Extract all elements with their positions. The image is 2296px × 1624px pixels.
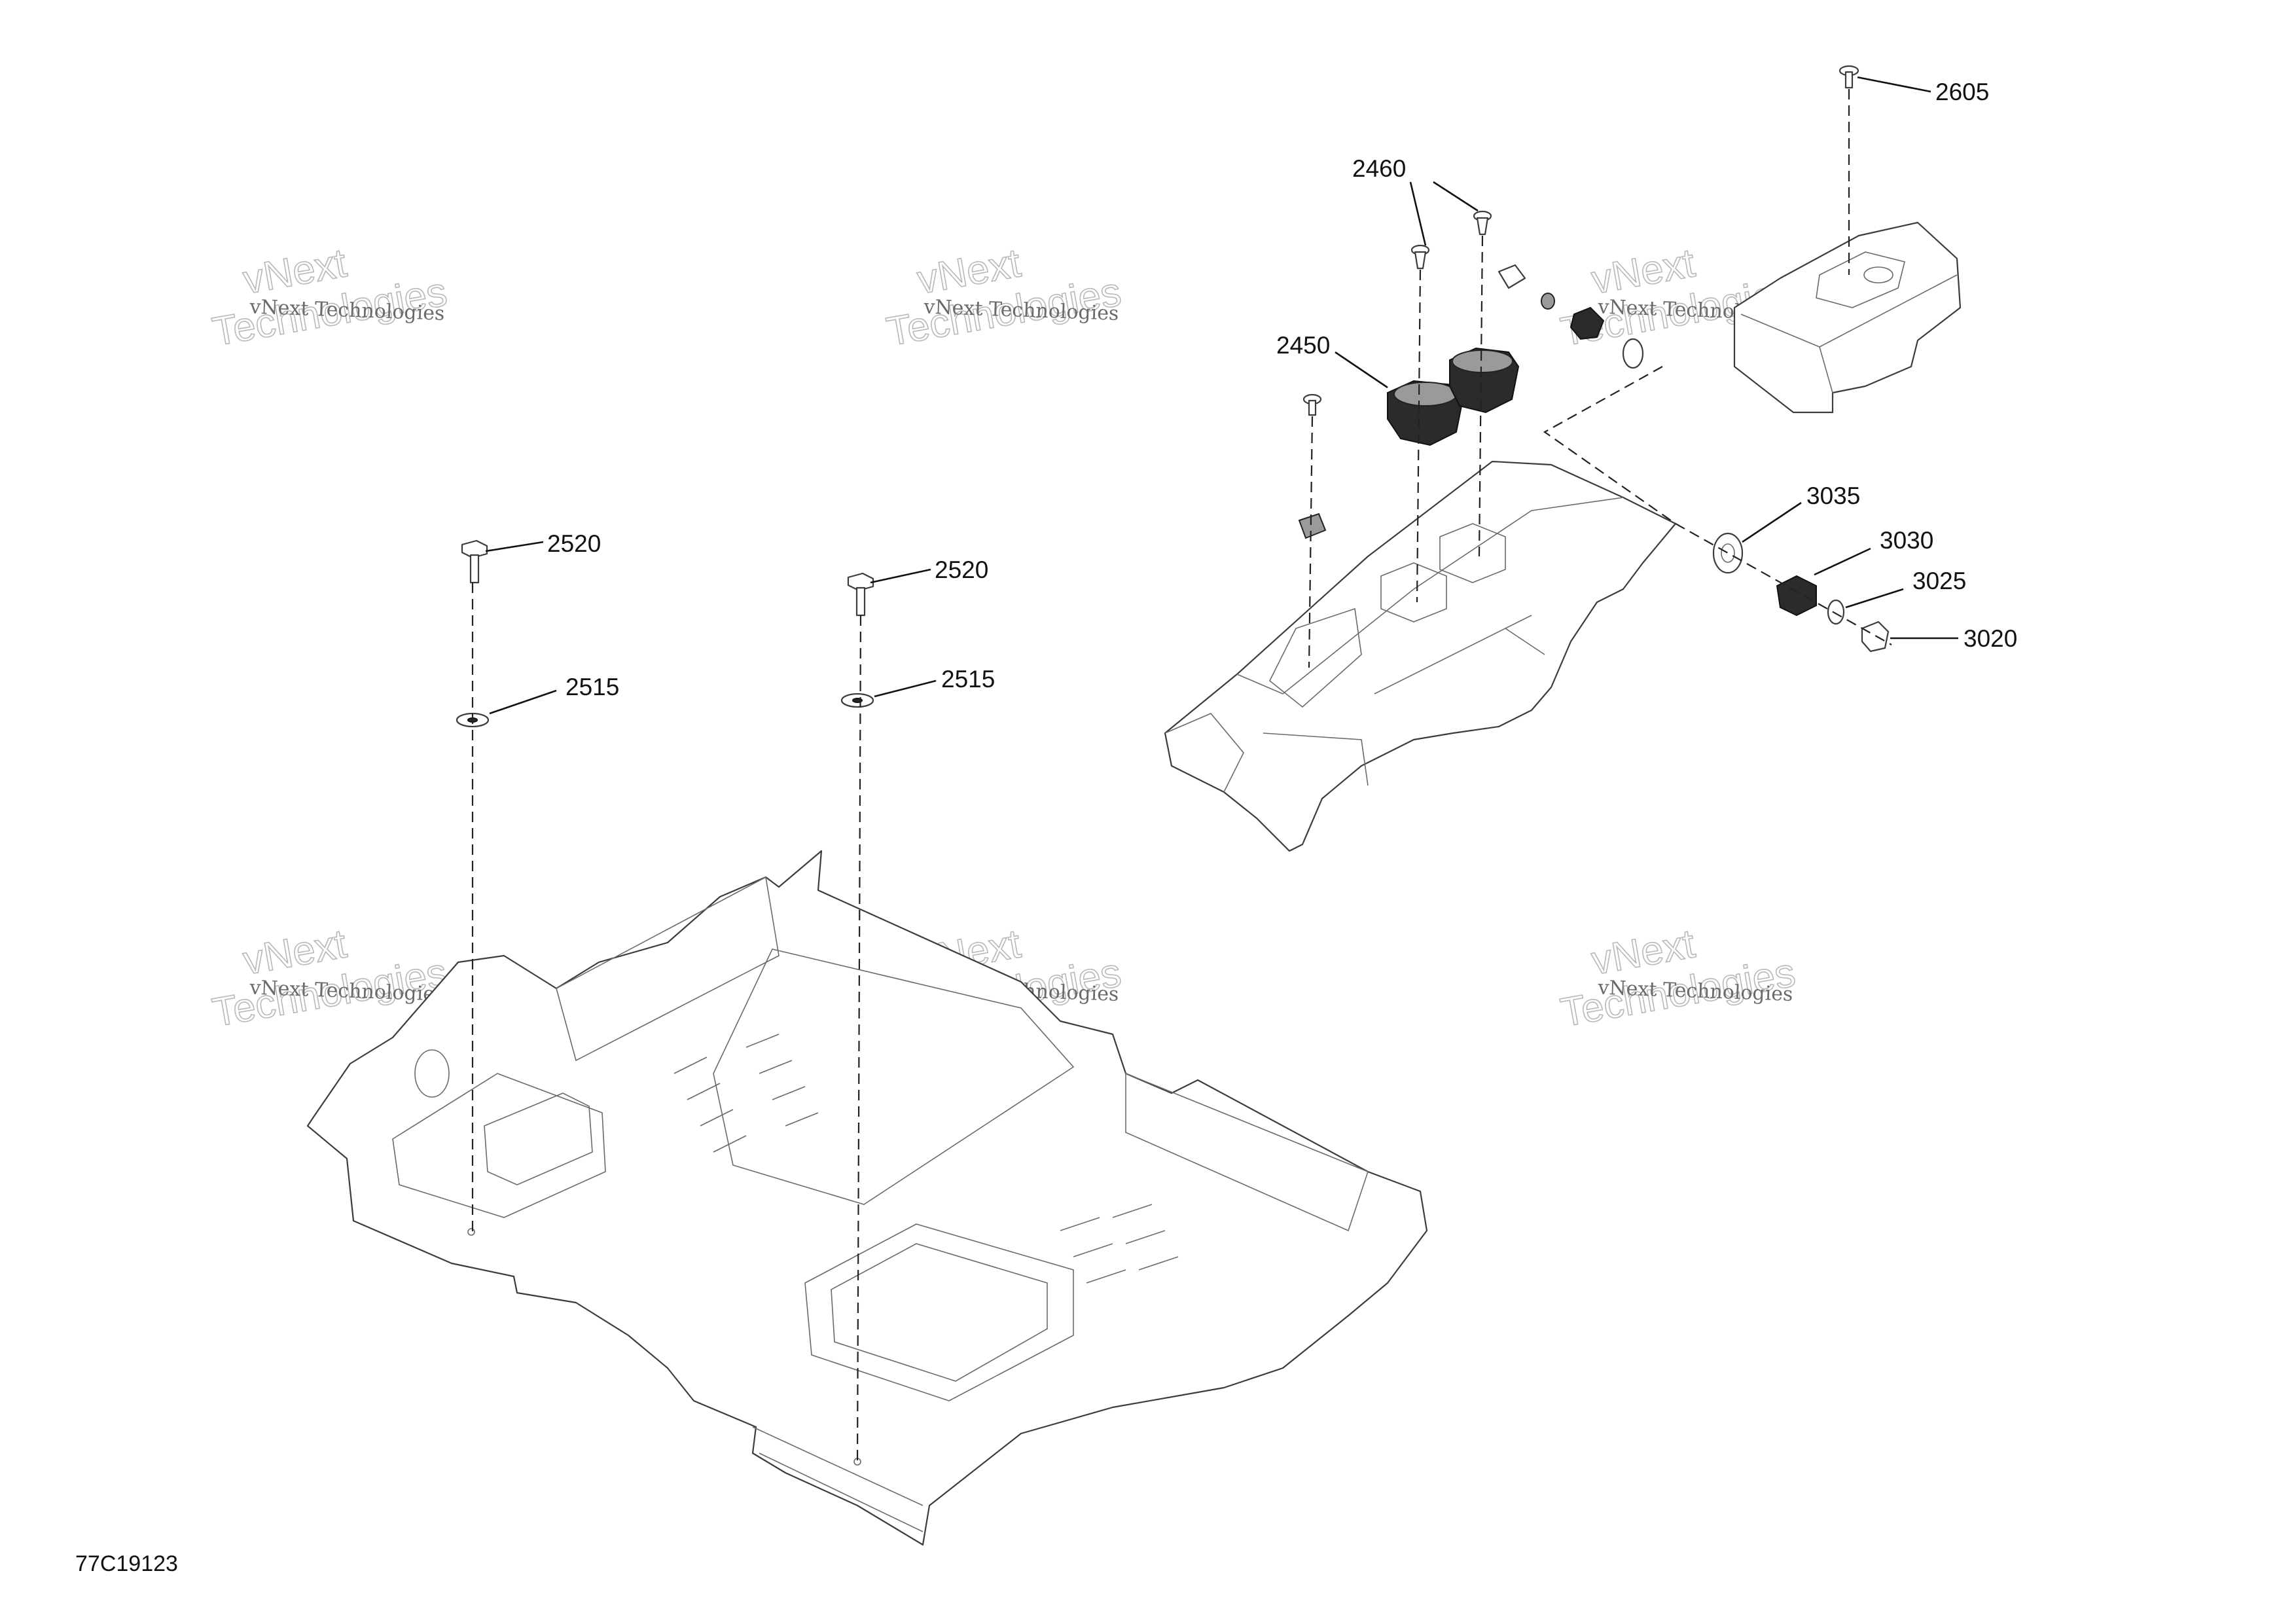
console-cupholder-rear bbox=[1439, 523, 1506, 583]
cup-holder-insert-right bbox=[1449, 347, 1520, 414]
right-riser bbox=[1125, 1072, 1369, 1232]
bolt-2520-right bbox=[847, 572, 874, 617]
washer-3035 bbox=[1712, 532, 1744, 574]
right-footwell-inner bbox=[831, 1243, 1048, 1382]
bolt-2520-left bbox=[461, 539, 488, 584]
callout-2605: 2605 bbox=[1935, 79, 1989, 105]
callout-2450: 2450 bbox=[1276, 332, 1330, 359]
cover-screw-hole bbox=[1863, 266, 1893, 283]
floor-pan-outline bbox=[306, 850, 1428, 1546]
push-clip-2460-a bbox=[1410, 244, 1430, 270]
cup-holder-insert-left bbox=[1387, 380, 1464, 446]
left-footwell bbox=[392, 1073, 606, 1218]
watermark: vNext Technologies vNext Technologies bbox=[883, 240, 1125, 355]
screw-console bbox=[1302, 393, 1322, 416]
callout-2460: 2460 bbox=[1352, 155, 1406, 182]
center-console bbox=[1164, 460, 1677, 852]
cover-cutout bbox=[1816, 251, 1905, 308]
fasteners bbox=[456, 65, 1890, 728]
console-side-rib bbox=[1263, 615, 1545, 786]
floor-grip-pattern-right bbox=[1060, 1204, 1179, 1284]
left-footwell-inner bbox=[484, 1092, 593, 1185]
assembly-lines bbox=[471, 89, 1892, 1462]
console-top-cover bbox=[1733, 221, 1962, 414]
callout-3035: 3035 bbox=[1806, 482, 1860, 509]
console-storage-well bbox=[1268, 607, 1362, 708]
washer-3025 bbox=[1827, 599, 1845, 625]
screw-2605 bbox=[1839, 65, 1859, 89]
console-tray-front bbox=[1164, 713, 1244, 793]
push-clip-2460-b bbox=[1473, 210, 1492, 236]
watermark: vNext Technologies vNext Technologies bbox=[1557, 920, 1799, 1036]
callout-2515-left: 2515 bbox=[565, 674, 619, 700]
callout-3020: 3020 bbox=[1964, 625, 2017, 652]
figure-id: 77C19123 bbox=[75, 1551, 178, 1576]
callout-3030: 3030 bbox=[1880, 527, 1933, 554]
insert-rim bbox=[1393, 382, 1458, 406]
right-footwell bbox=[804, 1223, 1074, 1401]
clip-nut bbox=[1298, 513, 1327, 539]
console-cupholder-front bbox=[1380, 562, 1447, 623]
cover-body bbox=[1733, 221, 1962, 414]
callout-2520-right: 2520 bbox=[935, 556, 988, 583]
floor-grip-pattern-left bbox=[673, 1034, 819, 1153]
left-riser-hole bbox=[414, 1049, 450, 1098]
center-tunnel bbox=[713, 948, 1075, 1205]
mount-hole-left bbox=[467, 1228, 475, 1236]
latch-3030 bbox=[1776, 575, 1817, 617]
insert-rim bbox=[1452, 350, 1513, 373]
cover-edge bbox=[1740, 274, 1958, 393]
washer-2515-right bbox=[840, 693, 874, 708]
callout-3025: 3025 bbox=[1912, 568, 1966, 594]
console-top-edge bbox=[1236, 497, 1624, 695]
callout-2520-left: 2520 bbox=[547, 530, 601, 557]
floor-pan-assembly bbox=[306, 850, 1428, 1546]
front-lip bbox=[752, 1426, 924, 1532]
watermark: vNext Technologies vNext Technologies bbox=[209, 240, 451, 355]
console-body bbox=[1164, 460, 1677, 852]
callout-2515-right: 2515 bbox=[941, 666, 995, 693]
knob-3020 bbox=[1861, 621, 1890, 653]
latch-cluster-upper bbox=[1498, 264, 1644, 369]
leaders bbox=[485, 76, 1958, 715]
left-riser bbox=[556, 876, 780, 1062]
callout-labels: 2605 2460 2450 2520 2520 2515 2515 3035 … bbox=[547, 79, 2017, 700]
